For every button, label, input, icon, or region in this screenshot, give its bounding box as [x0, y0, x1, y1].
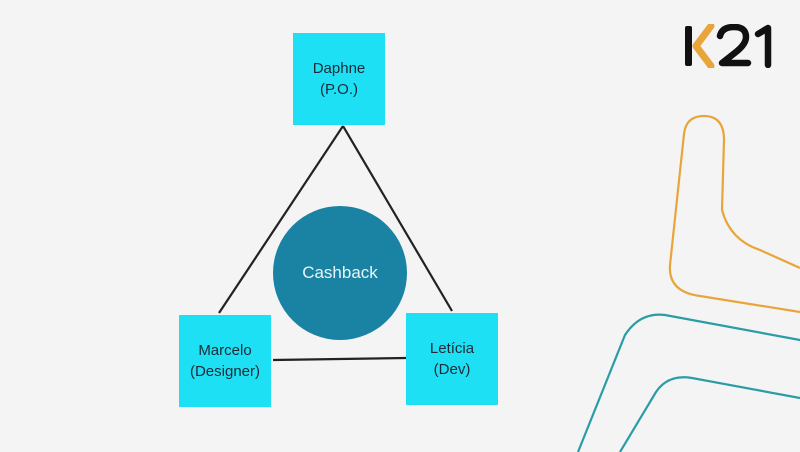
edge-top-right: [342, 125, 453, 312]
center-topic-circle: Cashback: [273, 206, 407, 340]
k21-logo: [685, 24, 772, 68]
diagram-edges: [218, 125, 453, 362]
role-node-role: (P.O.): [319, 81, 359, 98]
role-node-name: Marcelo: [198, 342, 252, 359]
decor-teal-curve-inner: [619, 376, 800, 452]
role-node-name: Daphne: [312, 60, 366, 77]
role-node-role: (Designer): [189, 363, 261, 380]
logo-digit-1: [754, 24, 772, 68]
decor-teal-curve: [576, 313, 800, 452]
role-node-role: (Dev): [433, 361, 471, 378]
role-node-name: Letícia: [429, 340, 475, 357]
logo-k-arrow: [692, 24, 715, 68]
logo-digit-2: [716, 24, 752, 67]
decor-orange-curve: [668, 114, 800, 314]
center-topic-label: Cashback: [302, 263, 378, 282]
logo-k-stem: [685, 26, 692, 66]
role-node-po: Daphne (P.O.): [293, 33, 385, 125]
role-node-dev: Letícia (Dev): [406, 313, 498, 405]
edge-top-left: [218, 125, 344, 314]
edge-left-right: [272, 356, 407, 362]
role-node-designer: Marcelo (Designer): [179, 315, 271, 407]
